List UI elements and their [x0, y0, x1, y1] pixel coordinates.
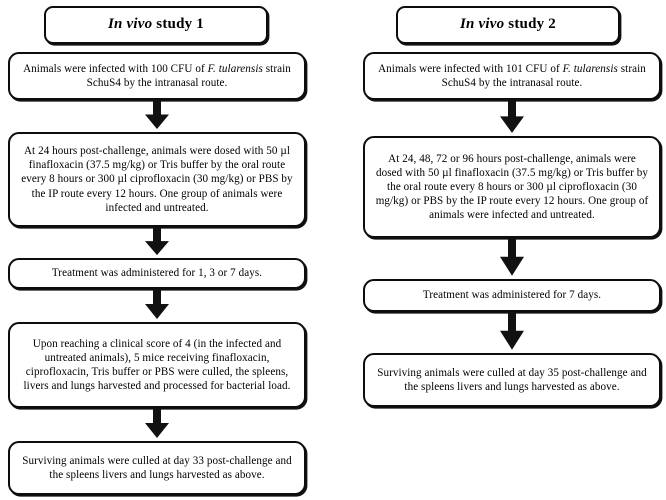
study-2-title-italic: In vivo [460, 16, 505, 33]
study-2-step-treatment-duration-text: Treatment was administered for 7 days. [422, 289, 602, 302]
study-1-step-dosing: At 24 hours post-challenge, animals were… [8, 132, 306, 227]
down-arrow-icon [499, 313, 525, 351]
study-1-step-infection: Animals were infected with 100 CFU of F.… [8, 52, 306, 100]
study-2-step-infection-text: Animals were infected with 101 CFU of F.… [378, 62, 646, 89]
study-1-step-treatment-duration: Treatment was administered for 1, 3 or 7… [8, 258, 306, 289]
study-1-title-rest: study 1 [152, 16, 204, 33]
study-1-title: In vivo study 1 [108, 15, 204, 34]
study-2-step-infection: Animals were infected with 101 CFU of F.… [363, 52, 661, 100]
study-2-step-dosing-text: At 24, 48, 72 or 96 hours post-challenge… [375, 152, 649, 222]
species-name: F. tularensis [562, 62, 618, 75]
down-arrow-icon [144, 290, 170, 320]
study-1-step-final-cull-text: Surviving animals were culled at day 33 … [22, 454, 292, 481]
study-1-step-dosing-text: At 24 hours post-challenge, animals were… [21, 145, 293, 214]
down-arrow-icon [144, 101, 170, 130]
down-arrow-icon [499, 239, 525, 277]
study-2-title-box: In vivo study 2 [396, 6, 620, 44]
study-2-title-rest: study 2 [504, 16, 556, 33]
study-1-step-clinical-score-cull: Upon reaching a clinical score of 4 (in … [8, 322, 306, 408]
study-1-step-treatment-duration-text: Treatment was administered for 1, 3 or 7… [51, 267, 263, 280]
study-2-step-dosing: At 24, 48, 72 or 96 hours post-challenge… [363, 136, 661, 238]
species-name: F. tularensis [207, 62, 263, 75]
study-1-step-final-cull: Surviving animals were culled at day 33 … [8, 441, 306, 495]
down-arrow-icon [499, 101, 525, 134]
study-2-step-final-cull: Surviving animals were culled at day 35 … [363, 353, 661, 407]
study-1-title-box: In vivo study 1 [44, 6, 268, 44]
down-arrow-icon [144, 228, 170, 256]
study-2-step-treatment-duration: Treatment was administered for 7 days. [363, 279, 661, 312]
study-1-step-infection-text: Animals were infected with 100 CFU of F.… [23, 62, 291, 89]
down-arrow-icon [144, 409, 170, 439]
study-1-title-italic: In vivo [108, 16, 153, 33]
study-1-step-clinical-score-cull-text: Upon reaching a clinical score of 4 (in … [23, 337, 291, 393]
study-1-column: In vivo study 1 Animals were infected wi… [8, 6, 306, 495]
study-2-title: In vivo study 2 [460, 15, 556, 34]
study-2-step-final-cull-text: Surviving animals were culled at day 35 … [377, 366, 647, 393]
